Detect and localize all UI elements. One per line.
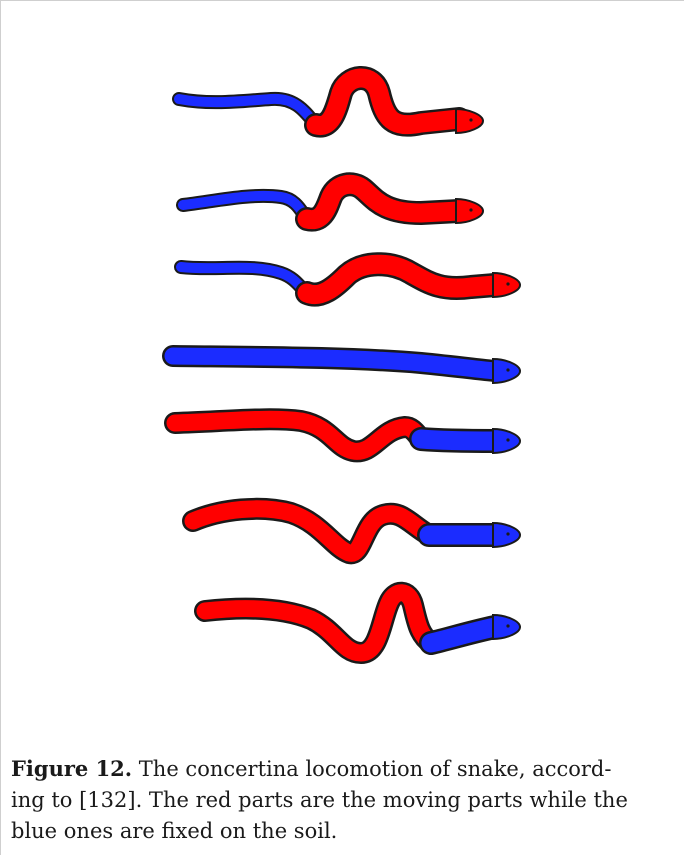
- snake-eye: [469, 118, 472, 121]
- snake-frame-3: [181, 264, 520, 297]
- snake-frame-5: [175, 419, 520, 453]
- snake-head: [493, 429, 520, 453]
- fixed-segment: [181, 267, 307, 293]
- snake-head: [456, 109, 483, 133]
- fixed-segment: [183, 196, 307, 219]
- figure-illustration: .seg { fill: none; stroke-linecap: round…: [1, 1, 684, 721]
- snake-eye: [469, 208, 472, 211]
- caption-line-3: blue ones are fixed on the soil.: [11, 819, 337, 843]
- snake-head: [493, 615, 520, 639]
- caption-line-2: ing to [132]. The red parts are the movi…: [11, 788, 628, 812]
- snake-head: [456, 199, 483, 223]
- snake-frame-1: [179, 78, 483, 133]
- moving-segment: [193, 509, 429, 553]
- snake-eye: [506, 282, 509, 285]
- fixed-segment: [421, 439, 495, 441]
- snake-eye: [506, 368, 509, 371]
- snake-eye: [506, 624, 509, 627]
- snake-frame-6: [193, 509, 520, 553]
- snake-frame-4: [173, 356, 520, 383]
- snake-frame-7: [205, 593, 520, 653]
- figure-label: Figure 12.: [11, 756, 132, 781]
- snake-head: [493, 359, 520, 383]
- figure-caption: Figure 12. The concertina locomotion of …: [11, 753, 679, 847]
- snake-head: [493, 273, 520, 297]
- moving-segment: [205, 593, 431, 653]
- snake-eye: [506, 438, 509, 441]
- caption-line-1: The concertina locomotion of snake, acco…: [139, 757, 612, 781]
- snake-eye: [506, 532, 509, 535]
- snake-frame-2: [183, 184, 483, 223]
- snake-head: [493, 523, 520, 547]
